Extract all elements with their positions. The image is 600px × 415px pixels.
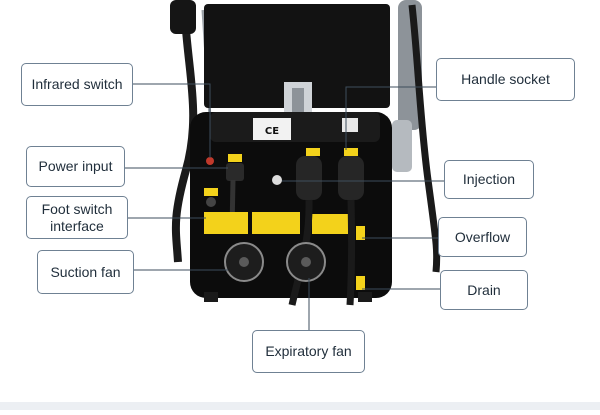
- foot-right: [358, 292, 372, 302]
- callout-power-input-label: Power input: [38, 158, 113, 174]
- warning-label-middle: [252, 212, 300, 234]
- handle-socket-right: [338, 156, 364, 200]
- callout-power-input: Power input: [26, 146, 125, 187]
- callout-injection-label: Injection: [462, 171, 516, 187]
- socket-cable-right: [346, 199, 356, 306]
- callout-drain: Drain: [440, 270, 528, 310]
- right-cable: [408, 4, 441, 273]
- warning-label-left: [204, 212, 248, 234]
- callout-handle-socket-label: Handle socket: [461, 71, 550, 87]
- socket-label-right: [344, 148, 358, 156]
- callout-infrared-switch-label: Infrared switch: [31, 76, 123, 92]
- socket-label-left: [306, 148, 320, 156]
- foot-switch-label: [204, 188, 218, 196]
- power-socket: [226, 163, 244, 181]
- callout-overflow: Overflow: [438, 217, 527, 257]
- infrared-switch-led: [206, 157, 214, 165]
- left-cable: [171, 29, 198, 263]
- injection-port: [272, 175, 282, 185]
- leader-handle-socket: [345, 86, 436, 150]
- warning-label-right: [312, 214, 348, 234]
- foot-left: [204, 292, 218, 302]
- callout-overflow-label: Overflow: [454, 228, 511, 245]
- callout-foot-switch-line2: interface: [50, 217, 104, 234]
- serial-sticker: [342, 118, 358, 132]
- monitor-stand-slot: [292, 88, 304, 114]
- suction-fan-hub: [239, 257, 249, 267]
- expiratory-fan-hub: [301, 257, 311, 267]
- callout-drain-label: Drain: [467, 281, 501, 298]
- callout-suction-fan-label: Suction fan: [50, 263, 121, 280]
- ce-mark-text: CE: [265, 126, 279, 137]
- callout-handle-socket: Handle socket: [436, 58, 575, 101]
- bottom-strip: [0, 402, 600, 410]
- monitor: [204, 4, 390, 108]
- right-handpiece-tip: [392, 120, 412, 172]
- callout-expiratory-fan-label: Expiratory fan: [265, 343, 352, 359]
- callout-suction-fan: Suction fan: [37, 250, 134, 294]
- callout-injection: Injection: [444, 160, 534, 199]
- leader-lines: [125, 83, 444, 330]
- handle-socket-left: [296, 156, 322, 200]
- foot-switch-port: [206, 197, 216, 207]
- ce-sticker: [253, 118, 291, 140]
- left-handpiece: [170, 0, 196, 34]
- top-panel: [210, 112, 380, 142]
- drain-fitting: [356, 276, 365, 290]
- callout-foot-switch-line1: Foot switch: [41, 200, 113, 217]
- callout-expiratory-fan: Expiratory fan: [252, 330, 365, 373]
- overflow-fitting: [356, 226, 365, 240]
- callout-infrared-switch: Infrared switch: [21, 63, 133, 106]
- callout-foot-switch-interface: Foot switch interface: [26, 196, 128, 239]
- leader-infrared-switch: [133, 83, 211, 158]
- power-socket-label: [228, 154, 242, 162]
